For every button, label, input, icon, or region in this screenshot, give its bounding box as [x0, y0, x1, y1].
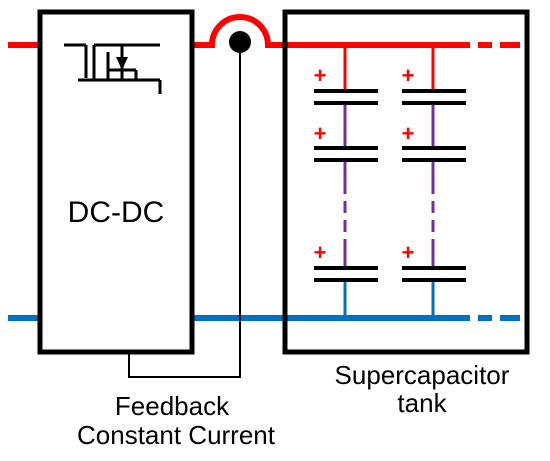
plus-mark-2c: +: [402, 240, 415, 265]
capacitor-string-2: [402, 45, 466, 318]
dcdc-label: DC-DC: [68, 196, 165, 229]
feedback-label-line2: Constant Current: [77, 420, 276, 450]
plus-mark-1c: +: [314, 240, 327, 265]
tank-label-line2: tank: [397, 388, 447, 418]
current-sense-node: [229, 31, 251, 53]
supercapacitor-tank-box: [282, 9, 530, 355]
polarity-marks: + + + + + +: [314, 63, 415, 265]
plus-mark-1b: +: [314, 121, 327, 146]
dcdc-converter-box: [37, 9, 195, 355]
feedback-wire: [128, 42, 241, 378]
plus-mark-2a: +: [402, 63, 415, 88]
capacitor-string-1: [314, 45, 378, 318]
positive-rail: [8, 14, 520, 48]
feedback-label-line1: Feedback: [115, 391, 230, 421]
plus-mark-1a: +: [314, 63, 327, 88]
tank-label-line1: Supercapacitor: [335, 360, 510, 390]
mosfet-icon: [64, 43, 162, 94]
plus-mark-2b: +: [402, 121, 415, 146]
